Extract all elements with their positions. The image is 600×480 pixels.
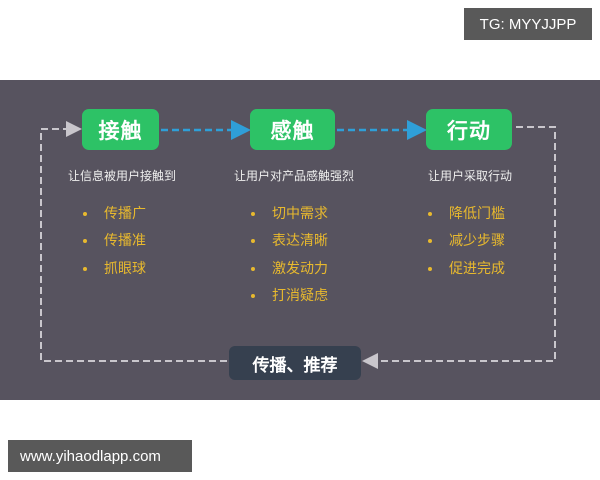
stage-contact-title: 接触 <box>98 118 143 143</box>
point-text: 传播广 <box>104 206 146 222</box>
point-text: 减少步骤 <box>449 233 505 250</box>
stage-feel-title: 感触 <box>270 118 315 143</box>
bullet-icon <box>428 212 432 216</box>
list-item: 传播广 <box>81 204 146 231</box>
bullet-icon <box>83 239 87 244</box>
bullet-icon <box>83 212 87 216</box>
list-item: 表达清晰 <box>249 231 328 258</box>
bullet-icon <box>251 293 255 298</box>
list-item: 降低门槛 <box>426 204 505 231</box>
bullet-icon <box>428 266 432 271</box>
stage-contact: 接触 <box>82 109 159 150</box>
bullet-icon <box>428 239 432 244</box>
stage-action-title: 行动 <box>447 118 491 143</box>
bullet-icon <box>251 212 255 216</box>
loop-label: 传播、推荐 <box>252 355 338 376</box>
point-text: 促进完成 <box>449 260 505 277</box>
arrow-loop-to-contact <box>40 121 227 362</box>
loop-spread-recommend: 传播、推荐 <box>229 346 361 380</box>
stage-action-description: 让用户采取行动 <box>427 169 512 183</box>
stage-contact-points: 传播广 传播准 抓眼球 <box>81 204 146 286</box>
list-item: 切中需求 <box>249 204 328 231</box>
point-text: 传播准 <box>104 233 146 250</box>
point-text: 切中需求 <box>272 206 328 222</box>
bullet-icon <box>251 266 255 271</box>
stage-feel-points: 切中需求 表达清晰 激发动力 打消疑虑 <box>249 204 328 313</box>
bullet-icon <box>83 266 87 271</box>
connector-lines <box>40 120 556 369</box>
stage-action: 行动 <box>426 109 512 150</box>
watermark-tg: TG: MYYJJPP <box>464 8 592 40</box>
diagram-panel: 接触 感触 行动 让信息被用户接触到 让用户对产品感触强烈 让用户采取行动 传播… <box>0 80 600 400</box>
list-item: 打消疑虑 <box>249 286 328 313</box>
watermark-tg-text: TG: MYYJJPP <box>479 15 577 33</box>
bullet-icon <box>251 239 255 244</box>
list-item: 激发动力 <box>249 259 328 286</box>
point-text: 表达清晰 <box>272 233 328 250</box>
stage-feel: 感触 <box>250 109 335 150</box>
stage-feel-description: 让用户对产品感触强烈 <box>233 169 354 183</box>
list-item: 传播准 <box>81 231 146 258</box>
point-text: 激发动力 <box>272 260 328 277</box>
point-text: 打消疑虑 <box>272 287 328 304</box>
point-text: 降低门槛 <box>449 206 505 222</box>
list-item: 促进完成 <box>426 259 505 286</box>
watermark-url: www.yihaodlapp.com <box>8 440 192 472</box>
list-item: 减少步骤 <box>426 231 505 258</box>
stage-contact-description: 让信息被用户接触到 <box>67 169 176 183</box>
stage-action-points: 降低门槛 减少步骤 促进完成 <box>426 204 505 286</box>
list-item: 抓眼球 <box>81 259 146 286</box>
point-text: 抓眼球 <box>104 260 146 277</box>
arrow-action-to-loop <box>362 126 556 369</box>
watermark-url-text: www.yihaodlapp.com <box>20 447 161 465</box>
